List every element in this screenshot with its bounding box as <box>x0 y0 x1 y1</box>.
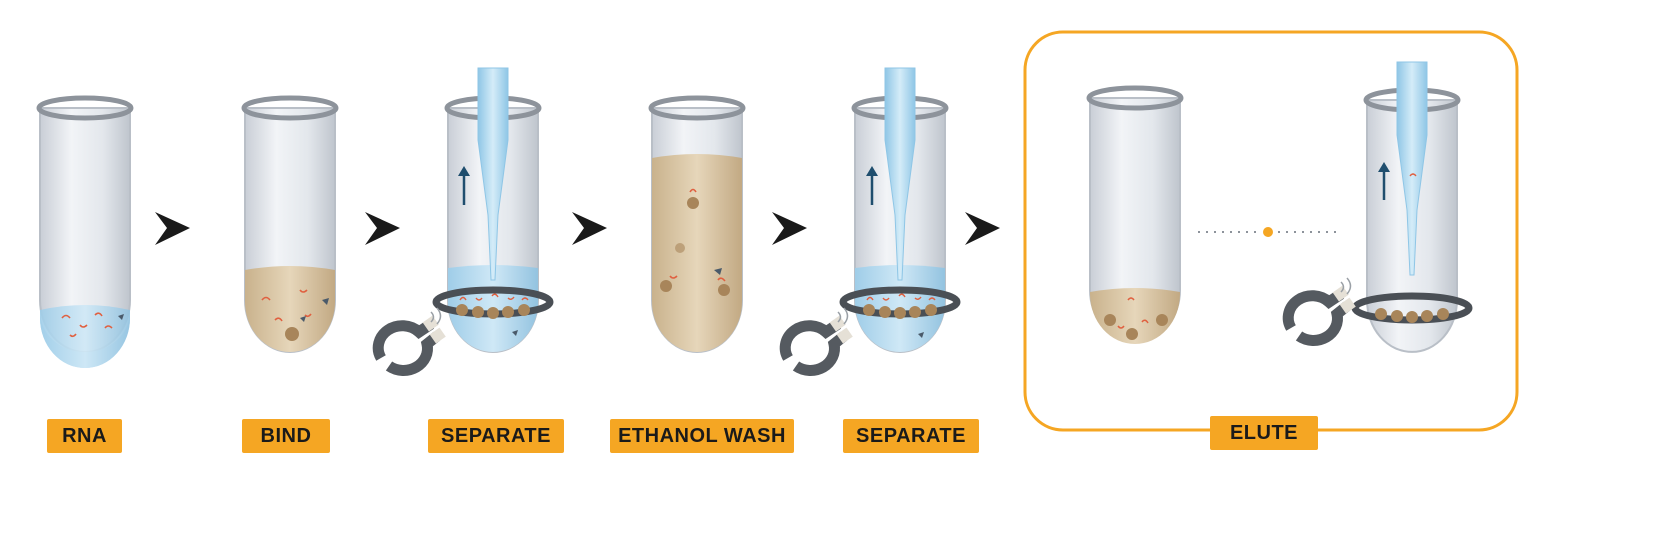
step-label-elute: ELUTE <box>1210 416 1318 450</box>
tube-elute-separate <box>1351 61 1473 353</box>
pipette-icon <box>1396 61 1428 276</box>
flow-arrow-icon <box>458 166 470 205</box>
step-label-separate-1: SEPARATE <box>428 419 564 453</box>
rna-fragments <box>61 312 113 338</box>
dotted-connector <box>1198 227 1342 237</box>
tube-separate-2 <box>839 67 961 353</box>
tube-bind <box>241 95 339 353</box>
step-arrow-icon <box>572 212 607 245</box>
magnet-icon <box>779 307 853 376</box>
tube-ethanol-wash <box>648 95 746 353</box>
step-label-bind: BIND <box>242 419 330 453</box>
step-arrow-icon <box>155 212 190 245</box>
step-arrow-icon <box>965 212 1000 245</box>
step-label-rna: RNA <box>47 419 122 453</box>
pipette-icon <box>477 67 509 281</box>
magnet-icon <box>1282 277 1356 346</box>
tube-elute <box>1086 85 1184 344</box>
flow-arrow-icon <box>866 166 878 205</box>
flow-arrow-icon <box>1378 162 1390 200</box>
tube-rna <box>36 95 134 368</box>
step-arrow-icon <box>365 212 400 245</box>
pipette-icon <box>884 67 916 281</box>
magnet-icon <box>372 307 446 376</box>
step-arrow-icon <box>772 212 807 245</box>
step-label-ethanol-wash: ETHANOL WASH <box>610 419 794 453</box>
step-label-separate-2: SEPARATE <box>843 419 979 453</box>
tube-separate-1 <box>432 67 554 353</box>
